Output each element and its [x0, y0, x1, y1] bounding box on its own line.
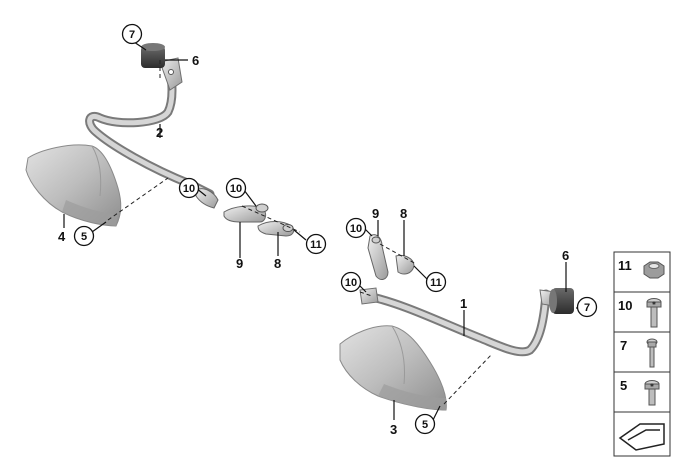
- dashed-lines: [107, 60, 493, 405]
- callout-3: 3: [390, 422, 397, 437]
- left-handguard-bracket: [85, 57, 215, 199]
- svg-text:5: 5: [81, 231, 87, 243]
- svg-text:10: 10: [183, 183, 195, 195]
- callout-10-a: 10: [178, 177, 200, 199]
- svg-text:✱: ✱: [652, 301, 656, 307]
- rubber-damper-right: [549, 288, 574, 314]
- hex-nut-icon: [643, 261, 665, 279]
- svg-text:11: 11: [430, 277, 442, 289]
- left-clamp-parts: [195, 188, 295, 237]
- right-clamp-parts: [367, 234, 415, 280]
- right-hand-guard: [339, 325, 447, 411]
- callout-10-c: 10: [345, 217, 367, 239]
- svg-text:✱: ✱: [650, 383, 654, 389]
- callout-11-a: 11: [305, 233, 327, 255]
- svg-text:10: 10: [230, 183, 242, 195]
- callout-9-left: 9: [236, 256, 243, 271]
- callout-4: 4: [58, 229, 66, 244]
- torx-screw-icon: ✱: [644, 380, 660, 406]
- legend-number-5: 5: [620, 378, 627, 393]
- legend-number-7: 7: [620, 338, 627, 353]
- legend-number-10: 10: [618, 298, 632, 313]
- legend-number-11: 11: [618, 258, 632, 273]
- callout-2: 2: [156, 125, 163, 140]
- svg-text:10: 10: [350, 223, 362, 235]
- callout-10-d: 10: [340, 271, 362, 293]
- right-handguard-bracket: [359, 287, 557, 357]
- callout-6-top: 6: [192, 53, 199, 68]
- torx-bolt-icon: ✱: [646, 298, 662, 328]
- svg-text:7: 7: [129, 29, 135, 41]
- shape-outline-icon: [618, 423, 665, 451]
- parts-legend: 11 10 ✱ 7 5 ✱: [613, 251, 671, 457]
- svg-text:5: 5: [422, 419, 428, 431]
- leader-lines: [63, 41, 584, 423]
- callout-7-right: 7: [576, 296, 598, 318]
- callout-8-right: 8: [400, 206, 407, 221]
- callout-10-b: 10: [225, 177, 247, 199]
- callout-7-top: 7: [121, 23, 143, 45]
- callout-11-b: 11: [425, 271, 447, 293]
- svg-text:7: 7: [584, 302, 590, 314]
- callout-6-right: 6: [562, 248, 569, 263]
- callout-8-left: 8: [274, 256, 281, 271]
- callout-9-right: 9: [372, 206, 379, 221]
- callout-1: 1: [460, 296, 467, 311]
- callout-5-right: 5: [414, 413, 436, 435]
- svg-text:10: 10: [345, 277, 357, 289]
- left-hand-guard: [25, 144, 122, 227]
- callout-5-left: 5: [73, 225, 95, 247]
- rubber-damper-top: [141, 43, 165, 68]
- svg-text:11: 11: [310, 239, 322, 251]
- bolt-icon: [646, 338, 658, 368]
